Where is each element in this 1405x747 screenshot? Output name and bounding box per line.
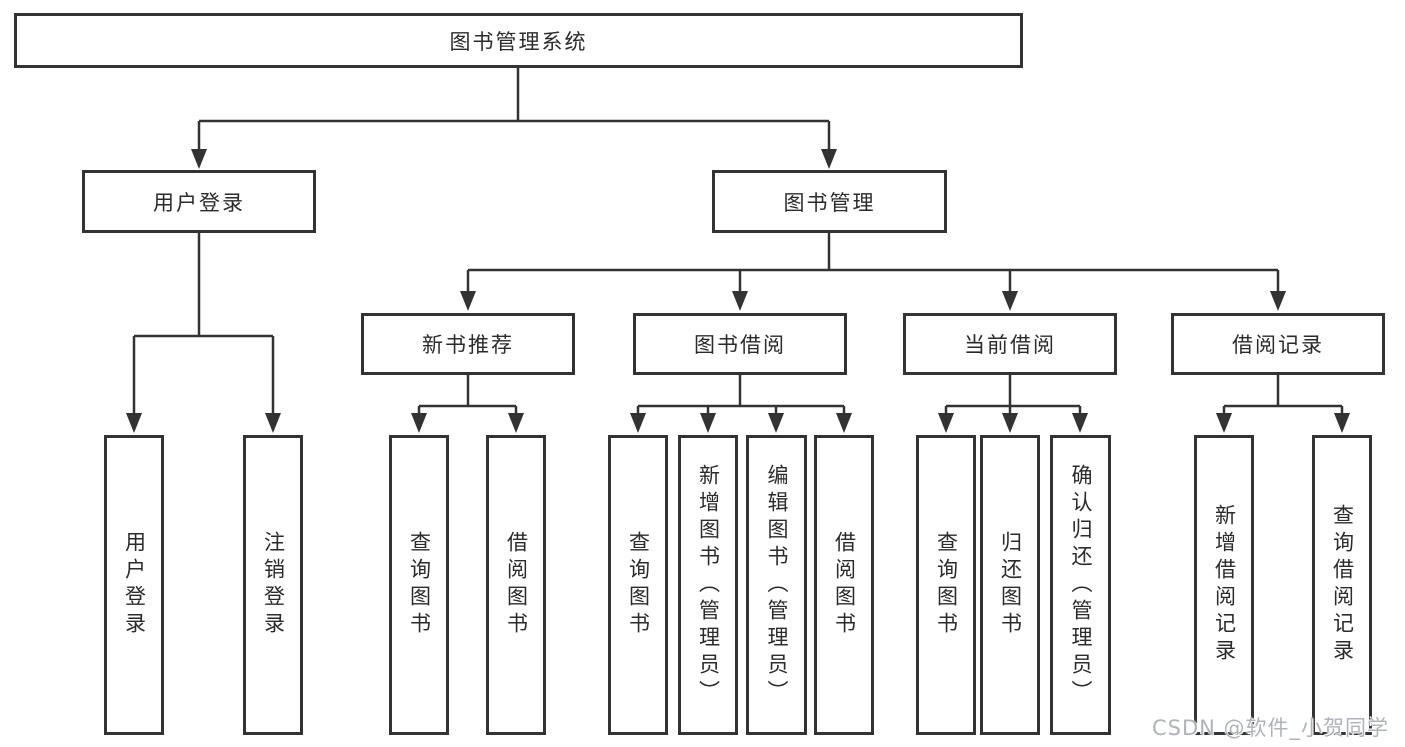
node-label: 借阅图书 [504, 531, 529, 639]
leaf-confirm-return-admin: 确认归还（管理员） [1050, 435, 1111, 735]
arrow-down-icon [1002, 291, 1018, 311]
node-label: 归还图书 [998, 531, 1023, 639]
leaf-add-borrow-record: 新增借阅记录 [1194, 435, 1254, 735]
arrow-down-icon [191, 149, 207, 169]
connector-borrow-children [636, 375, 846, 414]
node-label: 图书管理系统 [449, 29, 588, 54]
node-label: 借阅图书 [832, 531, 857, 639]
node-book-management: 图书管理 [712, 170, 947, 233]
node-label: 图书管理 [783, 190, 876, 215]
connector-management-children [466, 233, 1280, 292]
leaf-logout: 注销登录 [243, 435, 303, 735]
node-label: 新书推荐 [422, 333, 514, 357]
arrow-down-icon [836, 413, 852, 433]
node-label: 查询图书 [626, 531, 651, 639]
arrowheads-leaves [411, 413, 1350, 433]
connector-records-children [1222, 375, 1344, 414]
arrowheads-level1 [191, 149, 837, 169]
node-label: 用户登录 [122, 531, 147, 639]
leaf-borrow-books-recommend: 借阅图书 [486, 435, 546, 735]
arrow-down-icon [768, 413, 784, 433]
node-label: 查询借阅记录 [1330, 504, 1355, 666]
arrow-down-icon [460, 291, 476, 311]
leaf-borrow-books: 借阅图书 [814, 435, 874, 735]
leaf-user-login: 用户登录 [104, 435, 164, 735]
arrow-down-icon [126, 413, 142, 433]
arrow-down-icon [732, 291, 748, 311]
arrowheads-level2 [460, 291, 1286, 311]
arrow-down-icon [1216, 413, 1232, 433]
leaf-query-borrow-record: 查询借阅记录 [1312, 435, 1372, 735]
leaf-query-books-recommend: 查询图书 [389, 435, 449, 735]
connector-recommend-children [417, 375, 518, 414]
arrow-down-icon [1270, 291, 1286, 311]
arrow-down-icon [508, 413, 524, 433]
node-label: 图书借阅 [694, 333, 786, 357]
arrow-down-icon [700, 413, 716, 433]
node-label: 确认归还（管理员） [1069, 463, 1093, 707]
csdn-watermark: CSDN @软件_小贺同学 [1152, 716, 1390, 740]
node-label: 借阅记录 [1232, 333, 1324, 357]
node-label: 查询图书 [934, 531, 959, 639]
node-user-login: 用户登录 [82, 170, 316, 233]
leaf-return-books: 归还图书 [980, 435, 1040, 735]
arrow-down-icon [630, 413, 646, 433]
node-label: 注销登录 [261, 531, 286, 639]
node-label: 当前借阅 [964, 333, 1056, 357]
node-label: 新增图书（管理员） [696, 463, 721, 707]
node-label: 新增借阅记录 [1212, 504, 1237, 666]
node-current-borrow: 当前借阅 [903, 313, 1117, 375]
arrow-down-icon [821, 149, 837, 169]
arrow-down-icon [1072, 413, 1088, 433]
arrow-down-icon [1334, 413, 1350, 433]
leaf-query-books-borrow: 查询图书 [608, 435, 668, 735]
connector-current-children [944, 375, 1082, 414]
node-label: 编辑图书（管理员） [765, 463, 789, 707]
leaf-query-books-current: 查询图书 [916, 435, 976, 735]
leaf-edit-books-admin: 编辑图书（管理员） [746, 435, 807, 735]
node-book-borrow: 图书借阅 [633, 313, 847, 375]
node-new-book-recommend: 新书推荐 [361, 313, 575, 375]
node-label: 查询图书 [407, 531, 432, 639]
arrowheads-login [126, 413, 281, 433]
node-root: 图书管理系统 [14, 13, 1023, 68]
arrow-down-icon [938, 413, 954, 433]
node-label: 用户登录 [153, 190, 245, 215]
node-borrow-records: 借阅记录 [1171, 313, 1385, 375]
leaf-add-books-admin: 新增图书（管理员） [678, 435, 738, 735]
connector-root-to-level1 [197, 68, 831, 150]
connector-login-children [132, 233, 275, 414]
arrow-down-icon [1002, 413, 1018, 433]
arrow-down-icon [265, 413, 281, 433]
arrow-down-icon [411, 413, 427, 433]
